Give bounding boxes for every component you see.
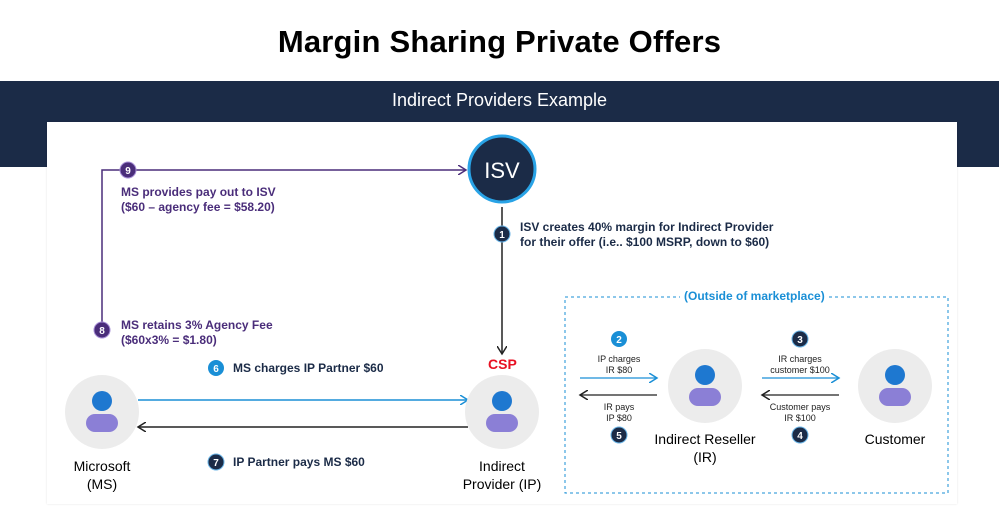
- user-icon: [689, 365, 721, 406]
- user-icon: [486, 391, 518, 432]
- indirect-provider-label: Indirect Provider (IP): [462, 458, 542, 492]
- user-icon: [879, 365, 911, 406]
- step-badge-3: 3: [791, 330, 809, 348]
- step-badge-1: 1: [493, 225, 511, 243]
- arrow-ms-to-isv: [101, 170, 466, 322]
- microsoft-label: Microsoft (MS): [73, 458, 131, 492]
- isv-label: ISV: [484, 158, 520, 183]
- svg-text:6: 6: [213, 364, 219, 375]
- customer-label: Customer: [864, 431, 926, 447]
- outside-marketplace-title: (Outside of marketplace): [680, 289, 829, 303]
- step-7-label: IP Partner pays MS $60: [233, 455, 365, 469]
- outside-marketplace-box: [564, 296, 949, 494]
- indirect-reseller-node: [668, 349, 742, 423]
- svg-text:3: 3: [797, 335, 803, 346]
- user-icon: [86, 391, 118, 432]
- csp-label: CSP: [488, 356, 517, 372]
- step-badge-6: 6: [208, 360, 224, 376]
- step-9-label: MS provides pay out to ISV($60 – agency …: [121, 185, 276, 214]
- step-1-label: ISV creates 40% margin for Indirect Prov…: [520, 220, 774, 249]
- step-badge-4: 4: [791, 426, 809, 444]
- svg-text:1: 1: [499, 230, 505, 241]
- svg-text:9: 9: [125, 166, 131, 177]
- step-badge-5: 5: [610, 426, 628, 444]
- customer-node: [858, 349, 932, 423]
- step-badge-2: 2: [611, 331, 627, 347]
- isv-node: [467, 134, 537, 204]
- microsoft-node: [65, 375, 139, 449]
- svg-text:8: 8: [99, 326, 105, 337]
- svg-text:2: 2: [616, 335, 622, 346]
- svg-text:7: 7: [213, 458, 219, 469]
- banner-title: Indirect Providers Example: [391, 90, 608, 110]
- svg-text:4: 4: [797, 431, 803, 442]
- indirect-provider-node: [465, 375, 539, 449]
- step-badge-8: 8: [93, 321, 111, 339]
- step-8-label: MS retains 3% Agency Fee($60x3% = $1.80): [121, 318, 273, 347]
- step-badge-9: 9: [119, 161, 137, 179]
- indirect-reseller-label: Indirect Reseller (IR): [654, 431, 756, 465]
- step-6-label: MS charges IP Partner $60: [233, 361, 384, 375]
- step-badge-7: 7: [207, 453, 225, 471]
- svg-text:5: 5: [616, 431, 622, 442]
- page-title: Margin Sharing Private Offers: [277, 24, 722, 59]
